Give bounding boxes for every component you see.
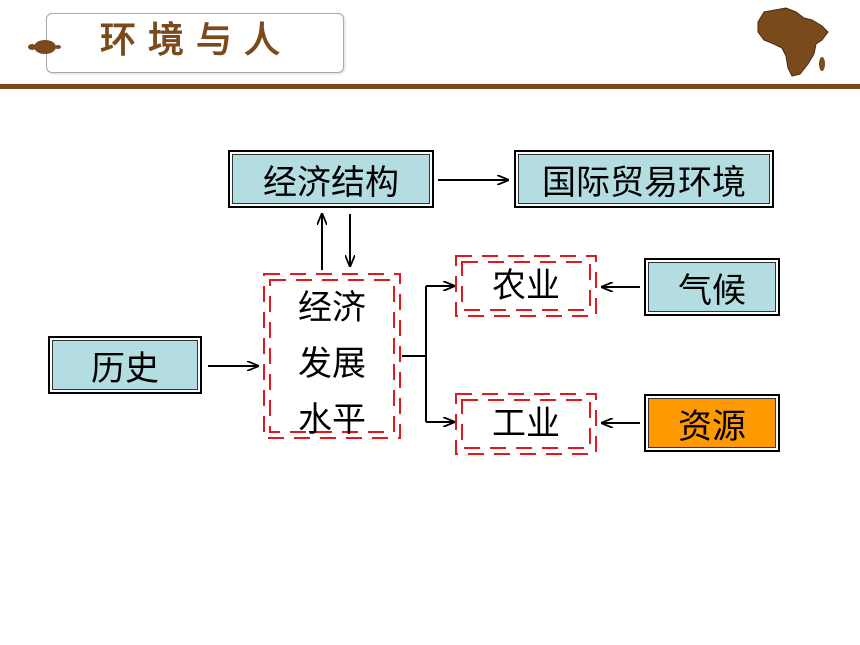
node-history: 历史 xyxy=(48,336,202,394)
node-industry: 工业 xyxy=(492,404,560,444)
node-economic-structure: 经济结构 xyxy=(228,150,434,208)
africa-map-icon xyxy=(757,7,829,77)
node-trade-environment: 国际贸易环境 xyxy=(514,150,774,208)
node-economic-development: 经济 发展 水平 xyxy=(272,280,392,440)
agriculture-frame xyxy=(455,255,597,317)
header-divider xyxy=(0,84,860,89)
development-line-2: 发展 xyxy=(298,344,366,384)
page-title: 环境与人 xyxy=(100,20,293,61)
title-bullet-icon xyxy=(28,40,61,54)
industry-frame xyxy=(455,393,597,455)
node-agriculture: 农业 xyxy=(492,266,560,306)
title-box xyxy=(46,13,344,73)
node-climate: 气候 xyxy=(644,258,780,316)
development-line-1: 经济 xyxy=(298,288,366,328)
node-resources: 资源 xyxy=(644,394,780,452)
development-line-3: 水平 xyxy=(298,400,366,440)
development-frame xyxy=(263,273,401,439)
